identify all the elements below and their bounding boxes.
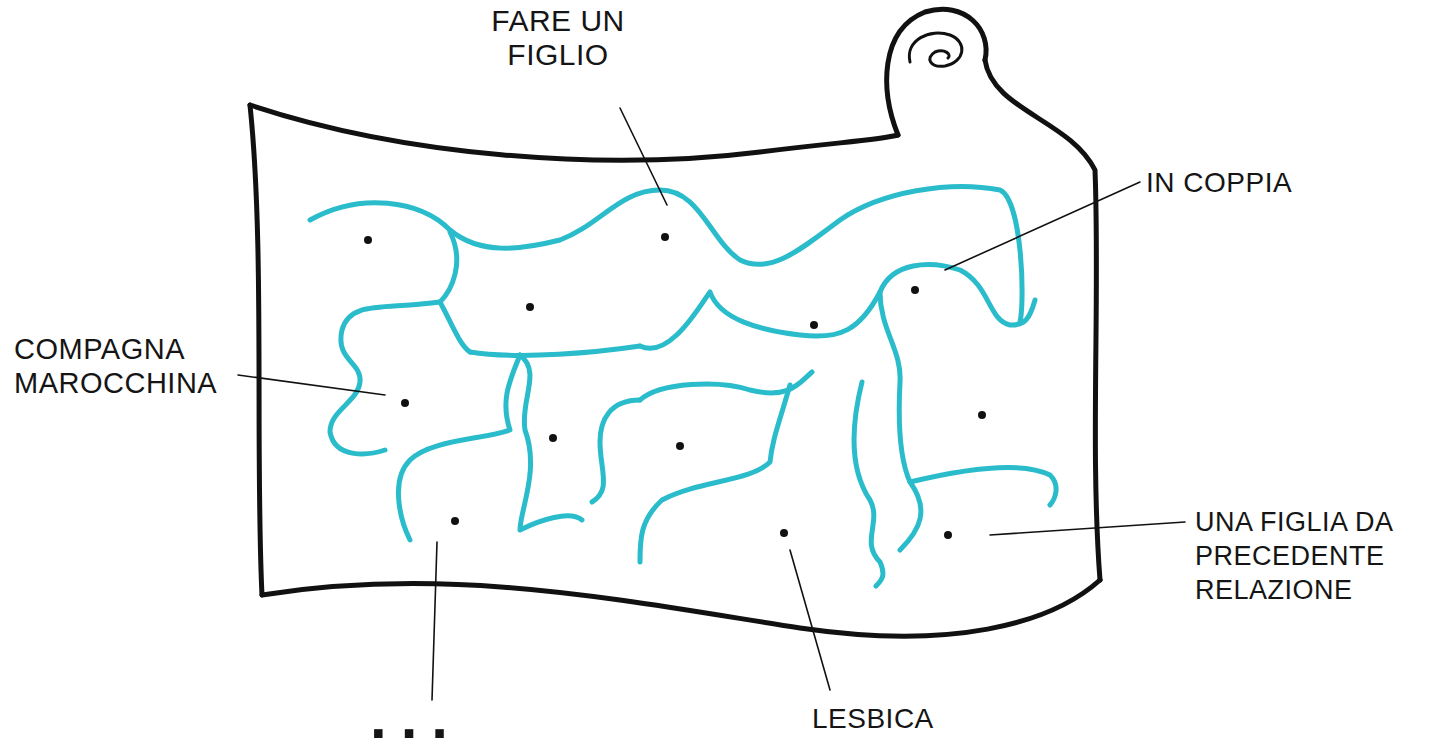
annotation-label: COMPAGNA MAROCCHINA: [14, 332, 244, 400]
leader-lines: [238, 108, 1185, 700]
paper-left-edge: [250, 105, 262, 595]
paper-bottom-edge: [262, 580, 1100, 636]
roll-spiral: [909, 33, 962, 66]
annotation-label: ...: [370, 688, 490, 748]
annotation-label: IN COPPIA: [1146, 166, 1366, 200]
paper-roll: [887, 9, 986, 135]
puzzle-lines: [310, 187, 1056, 586]
annotation-label: FARE UN FIGLIO: [478, 4, 638, 72]
annotation-label: LESBICA: [812, 702, 972, 736]
cell-dots: [364, 233, 986, 539]
annotation-label: UNA FIGLIA DA PRECEDENTE RELAZIONE: [1195, 505, 1435, 607]
paper-top-edge: [250, 105, 898, 160]
